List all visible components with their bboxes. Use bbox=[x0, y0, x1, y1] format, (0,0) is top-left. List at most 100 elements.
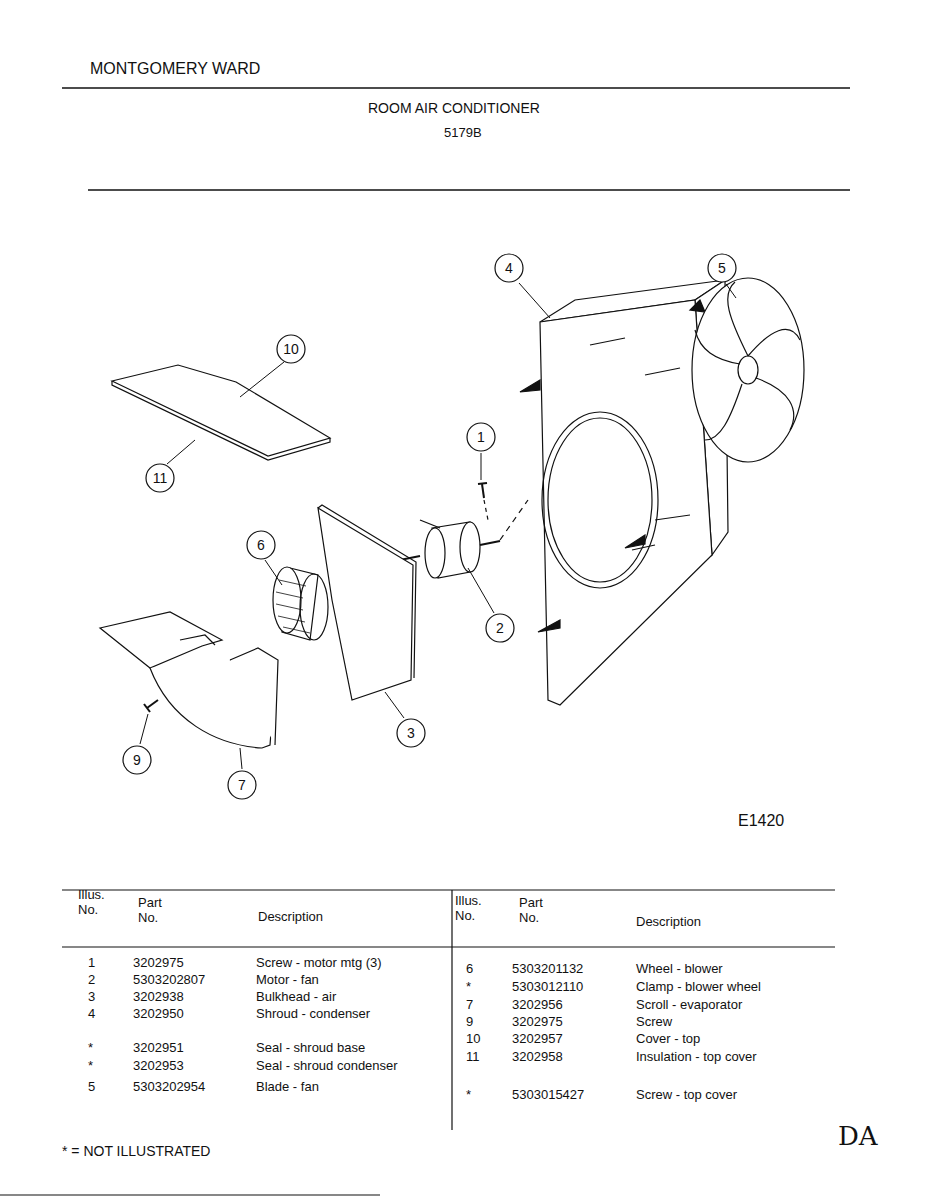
callout-circle: 11 bbox=[145, 463, 175, 493]
callout-number: 6 bbox=[246, 537, 276, 553]
table-cell: 7 bbox=[466, 998, 473, 1013]
callout-circle: 5 bbox=[707, 253, 737, 283]
table-header: Part No. bbox=[519, 896, 553, 926]
callout-circle: 10 bbox=[276, 334, 306, 364]
shroud-tab bbox=[655, 515, 690, 520]
rule bbox=[88, 189, 850, 191]
air-bulkhead-edge bbox=[318, 505, 416, 678]
shroud-tab bbox=[645, 368, 680, 375]
header-text: E1420 bbox=[738, 812, 784, 830]
table-cell: Scroll - evaporator bbox=[636, 998, 742, 1013]
leader-lines bbox=[140, 283, 736, 769]
callout-circle: 3 bbox=[396, 718, 426, 748]
table-cell: 9 bbox=[466, 1015, 473, 1030]
fan-blade-vanes bbox=[695, 282, 800, 440]
table-cell: 5 bbox=[88, 1080, 95, 1095]
callout-number: 4 bbox=[494, 260, 524, 276]
fan-blade bbox=[692, 278, 804, 462]
callout-number: 11 bbox=[145, 470, 175, 486]
table-cell: Blade - fan bbox=[256, 1080, 319, 1095]
shroud-clip bbox=[538, 620, 560, 632]
shroud-clip bbox=[690, 300, 705, 312]
screw bbox=[147, 700, 158, 708]
table-cell: 3202975 bbox=[512, 1015, 563, 1030]
table-header: Description bbox=[636, 915, 701, 930]
blower-wheel bbox=[300, 574, 328, 640]
table-cell: Wheel - blower bbox=[636, 962, 723, 977]
fan-motor bbox=[460, 522, 480, 572]
table-cell: * bbox=[88, 1059, 93, 1074]
table-cell: Screw - motor mtg (3) bbox=[256, 956, 382, 971]
table-cell: 4 bbox=[88, 1007, 95, 1022]
header-text: MONTGOMERY WARD bbox=[90, 60, 260, 78]
header-text: 5179B bbox=[444, 126, 482, 141]
table-cell: Insulation - top cover bbox=[636, 1050, 757, 1065]
table-cell: Shroud - condenser bbox=[256, 1007, 370, 1022]
title: ROOM AIR CONDITIONER bbox=[368, 100, 540, 116]
table-divider bbox=[451, 890, 452, 1130]
table-cell: 5303012110 bbox=[512, 980, 583, 995]
callout-circle: 9 bbox=[122, 745, 152, 775]
top-cover-edge bbox=[112, 381, 330, 460]
table-cell: Motor - fan bbox=[256, 973, 319, 988]
shroud-opening bbox=[542, 412, 658, 588]
callout-circle: 6 bbox=[246, 530, 276, 560]
table-header: Part No. bbox=[138, 896, 172, 926]
table-cell: * bbox=[88, 1041, 93, 1056]
table-cell: Screw - top cover bbox=[636, 1088, 737, 1103]
table-cell: 3202956 bbox=[512, 998, 563, 1013]
table-cell: 1 bbox=[88, 956, 95, 971]
shroud-tab bbox=[590, 338, 625, 345]
table-cell: 3202951 bbox=[133, 1041, 184, 1056]
table-cell: 11 bbox=[466, 1050, 480, 1065]
table-rule bbox=[62, 946, 835, 947]
callout-number: 1 bbox=[466, 429, 496, 445]
assembly-line bbox=[484, 500, 488, 520]
callout-number: 10 bbox=[276, 341, 306, 357]
screw bbox=[482, 484, 484, 498]
table-cell: 3202975 bbox=[133, 956, 184, 971]
callout-circle: 2 bbox=[485, 613, 515, 643]
screw bbox=[144, 704, 150, 712]
fan-hub bbox=[738, 356, 758, 384]
callout-number: 9 bbox=[122, 752, 152, 768]
callout-number: 5 bbox=[707, 260, 737, 276]
table-cell: 10 bbox=[466, 1032, 480, 1047]
callout-circle: 7 bbox=[227, 770, 257, 800]
top-cover bbox=[112, 365, 330, 456]
air-bulkhead bbox=[318, 508, 413, 700]
scroll-tab bbox=[180, 635, 215, 645]
condenser-shroud bbox=[540, 300, 712, 705]
fan-motor bbox=[425, 528, 445, 578]
table-cell: 3202957 bbox=[512, 1032, 563, 1047]
table-cell: * bbox=[466, 980, 471, 995]
assembly-line bbox=[500, 500, 528, 540]
table-cell: 3202953 bbox=[133, 1059, 184, 1074]
shroud-clip bbox=[520, 380, 540, 392]
callout-number: 3 bbox=[396, 725, 426, 741]
rule bbox=[0, 1194, 380, 1195]
table-cell: 5303201132 bbox=[512, 962, 583, 977]
table-cell: 5303015427 bbox=[512, 1088, 584, 1103]
evaporator-scroll bbox=[230, 648, 278, 745]
table-header: Description bbox=[258, 910, 323, 925]
table-cell: 5303202807 bbox=[133, 973, 205, 988]
table-cell: * bbox=[466, 1088, 471, 1103]
table-cell: Bulkhead - air bbox=[256, 990, 336, 1005]
callout-circle: 4 bbox=[494, 253, 524, 283]
table-header: Illus. No. bbox=[455, 894, 493, 924]
table-cell: DA bbox=[838, 1122, 878, 1152]
table-cell: * = NOT ILLUSTRATED bbox=[62, 1143, 210, 1159]
shroud-opening bbox=[548, 418, 652, 582]
motor-tab bbox=[420, 520, 440, 528]
table-cell: 6 bbox=[466, 962, 473, 977]
shroud-clip bbox=[625, 535, 645, 548]
screw bbox=[478, 483, 487, 484]
table-cell: Seal - shroud base bbox=[256, 1041, 365, 1056]
table-cell: Cover - top bbox=[636, 1032, 700, 1047]
table-cell: Seal - shroud condenser bbox=[256, 1059, 398, 1074]
table-rule bbox=[62, 889, 835, 890]
blower-wheel bbox=[273, 567, 301, 633]
motor-shaft bbox=[480, 541, 500, 545]
table-cell: 3202938 bbox=[133, 990, 184, 1005]
